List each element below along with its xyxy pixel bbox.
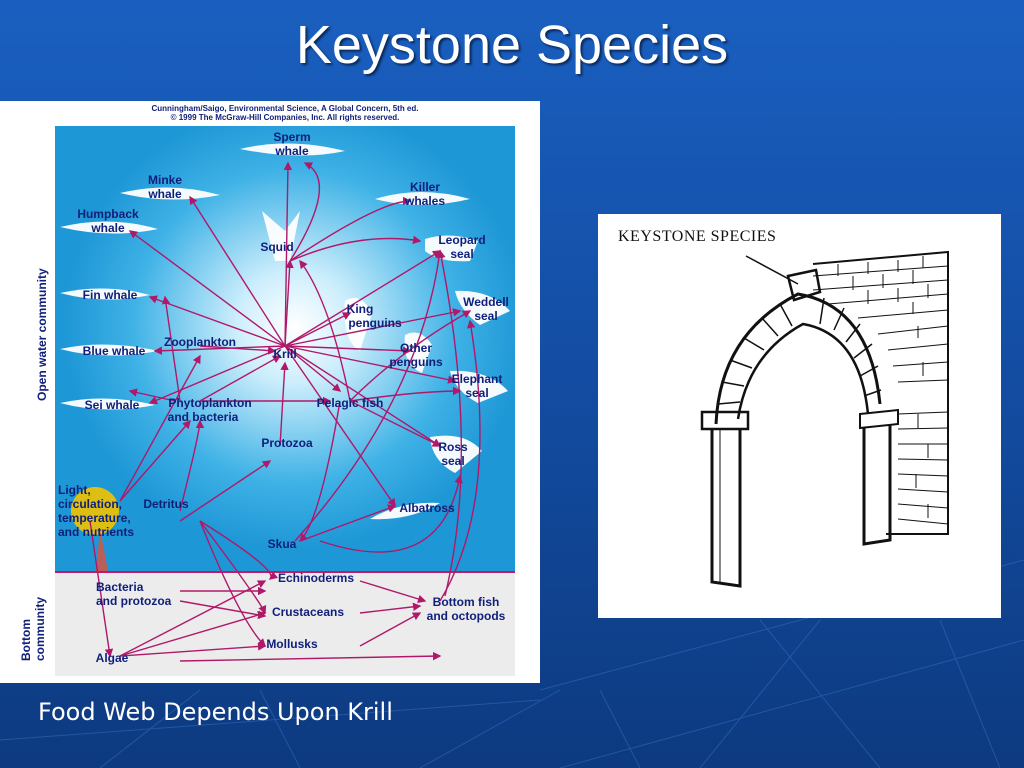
open-water-label: Open water community <box>35 268 49 401</box>
node-mollusks: Mollusks <box>266 637 318 651</box>
node-leopard-seal: Leopard <box>438 233 485 247</box>
node-bottom-fish: Bottom fish <box>433 595 500 609</box>
node-phytoplankton: Phytoplankton <box>168 396 251 410</box>
node-elephant-seal-2: seal <box>465 386 488 400</box>
node-ross-seal-2: seal <box>441 454 464 468</box>
ross-seal-shape <box>430 435 482 473</box>
node-light-3: temperature, <box>58 511 131 525</box>
node-weddell-seal-2: seal <box>474 309 497 323</box>
node-skua: Skua <box>268 537 297 551</box>
killer-whale-shape <box>375 192 470 205</box>
node-bottom-fish-2: and octopods <box>427 609 506 623</box>
node-blue-whale: Blue whale <box>83 344 146 358</box>
node-king-penguins: King <box>347 302 374 316</box>
credit-line-1: Cunningham/Saigo, Environmental Science,… <box>151 104 418 113</box>
slide-title: Keystone Species <box>295 15 729 75</box>
node-light-2: circulation, <box>58 497 122 511</box>
node-pelagic-fish: Pelagic fish <box>317 396 384 410</box>
food-web-diagram: Cunningham/Saigo, Environmental Science,… <box>0 101 540 683</box>
node-bacteria-2: and protozoa <box>96 594 172 608</box>
bottom-community-label-1: Bottom <box>19 619 33 661</box>
node-elephant-seal: Elephant <box>452 372 503 386</box>
node-minke-whale-2: whale <box>147 187 182 201</box>
node-light: Light, <box>58 483 91 497</box>
node-krill: Krill <box>273 347 296 361</box>
node-sperm-whale-2: whale <box>274 144 309 158</box>
node-sei-whale: Sei whale <box>85 398 140 412</box>
albatross-shape <box>370 502 440 520</box>
node-leopard-seal-2: seal <box>450 247 473 261</box>
node-algae: Algae <box>96 651 129 665</box>
node-other-penguins: Other <box>400 341 432 355</box>
keystone-arch-image: KEYSTONE SPECIES <box>598 214 1001 618</box>
node-minke-whale: Minke <box>148 173 182 187</box>
node-bacteria: Bacteria <box>96 580 144 594</box>
node-crustaceans: Crustaceans <box>272 605 344 619</box>
node-squid: Squid <box>260 240 293 254</box>
node-phytoplankton-2: and bacteria <box>168 410 239 424</box>
node-humpback-whale: Humpback <box>77 207 139 221</box>
node-echinoderms: Echinoderms <box>278 571 354 585</box>
node-humpback-whale-2: whale <box>90 221 125 235</box>
arch-drawing <box>700 250 949 588</box>
node-ross-seal: Ross <box>438 440 468 454</box>
node-light-4: and nutrients <box>58 525 134 539</box>
elephant-seal-shape <box>450 370 508 403</box>
node-killer-whales-2: whales <box>404 194 445 208</box>
sperm-whale-shape <box>240 143 345 156</box>
other-penguin-shape <box>404 332 432 373</box>
node-zooplankton: Zooplankton <box>164 335 236 349</box>
node-detritus: Detritus <box>143 497 189 511</box>
node-weddell-seal: Weddell <box>463 295 509 309</box>
node-protozoa: Protozoa <box>261 436 313 450</box>
node-sperm-whale: Sperm <box>273 130 310 144</box>
fin-whale-shape <box>60 288 150 300</box>
blue-whale-shape <box>60 344 158 356</box>
node-other-penguins-2: penguins <box>389 355 443 369</box>
king-penguin-shape <box>344 297 372 351</box>
bottom-community-label-2: community <box>33 597 47 661</box>
squid-shape <box>262 211 300 261</box>
keystone-species-label: KEYSTONE SPECIES <box>618 228 777 245</box>
sei-whale-shape <box>60 398 155 410</box>
sun-icon <box>71 487 119 535</box>
food-web-arrows <box>89 161 481 662</box>
node-albatross: Albatross <box>399 501 455 515</box>
credit-line-2: © 1999 The McGraw-Hill Companies, Inc. A… <box>171 113 400 122</box>
slide-caption: Food Web Depends Upon Krill <box>38 698 393 726</box>
weddell-seal-shape <box>455 290 510 325</box>
node-killer-whales: Killer <box>410 180 440 194</box>
node-fin-whale: Fin whale <box>83 288 138 302</box>
node-king-penguins-2: penguins <box>348 316 402 330</box>
